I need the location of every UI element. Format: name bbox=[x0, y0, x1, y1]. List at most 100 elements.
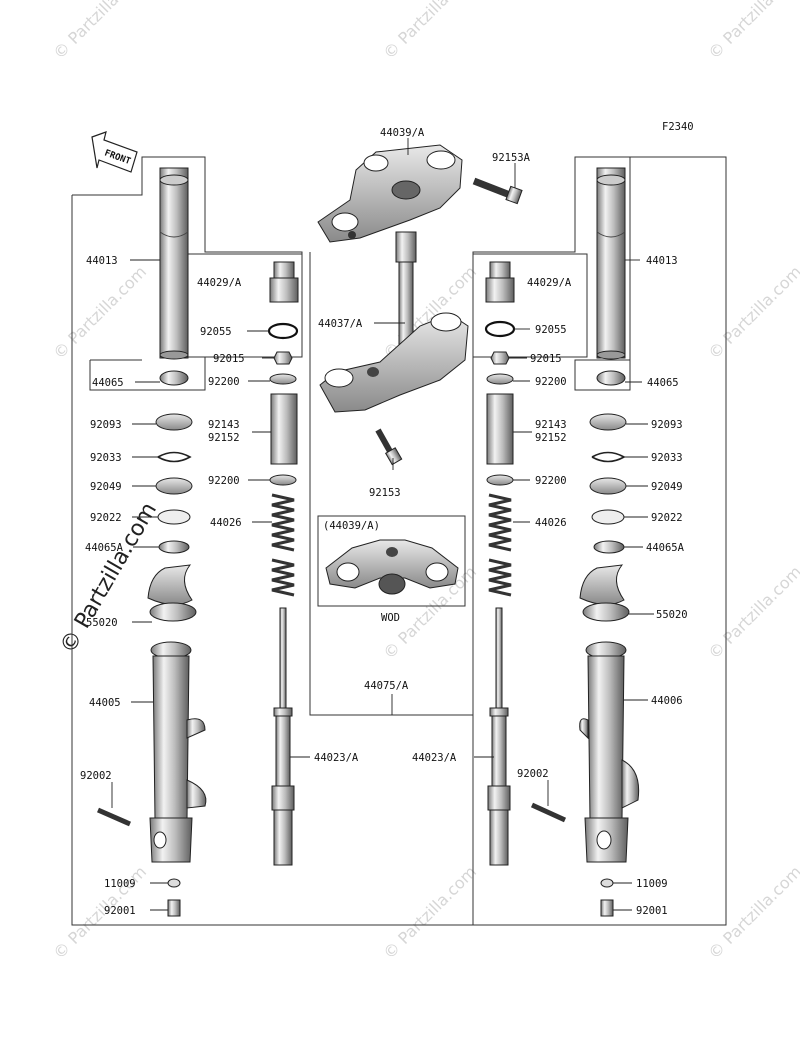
callout-labels: 44039/A 92153A 44037/A 92153 44075/A 440… bbox=[80, 127, 688, 917]
left-spring bbox=[271, 493, 295, 597]
svg-text:© Partzilla.com: © Partzilla.com bbox=[704, 562, 800, 663]
callout-92153A: 92153A bbox=[492, 152, 531, 164]
svg-text:© Partzilla.com: © Partzilla.com bbox=[704, 862, 800, 963]
left-o-ring bbox=[267, 322, 299, 340]
callout-left-92022: 92022 bbox=[90, 512, 122, 524]
callout-right-92055: 92055 bbox=[535, 324, 567, 336]
callout-right-92200b: 92200 bbox=[535, 475, 567, 487]
callout-left-92152: 92152 bbox=[208, 432, 240, 444]
callout-right-92152: 92152 bbox=[535, 432, 567, 444]
left-drain-bolt bbox=[167, 899, 181, 917]
callout-right-92002: 92002 bbox=[517, 768, 549, 780]
right-washer-b bbox=[486, 474, 514, 486]
left-cap-bolt bbox=[269, 261, 299, 303]
left-clip bbox=[157, 451, 192, 463]
right-o-ring bbox=[484, 320, 516, 338]
left-bushing bbox=[159, 370, 189, 386]
right-bushing bbox=[596, 370, 626, 386]
callout-left-92055: 92055 bbox=[200, 326, 232, 338]
right-drain-bolt bbox=[600, 899, 614, 917]
lower-bracket bbox=[319, 312, 469, 413]
callout-right-92022: 92022 bbox=[651, 512, 683, 524]
left-spacer bbox=[270, 393, 298, 465]
callout-left-55020: 55020 bbox=[86, 617, 118, 629]
callout-right-92200a: 92200 bbox=[535, 376, 567, 388]
left-washer-c bbox=[157, 509, 191, 525]
svg-text:© Partzilla.com: © Partzilla.com bbox=[379, 0, 480, 63]
variant-box: (44039/A) WOD bbox=[317, 515, 466, 624]
svg-text:© Partzilla.com: © Partzilla.com bbox=[379, 862, 480, 963]
front-arrow-icon: FRONT bbox=[91, 131, 138, 173]
diagram-code: F2340 bbox=[662, 121, 694, 133]
left-washer-a bbox=[269, 373, 297, 385]
callout-left-44065A: 44065A bbox=[85, 542, 124, 554]
left-dust-seal bbox=[155, 477, 193, 495]
right-clip bbox=[591, 451, 626, 463]
callout-left-11009: 11009 bbox=[104, 878, 136, 890]
callout-left-92143: 92143 bbox=[208, 419, 240, 431]
right-cap-bolt bbox=[485, 261, 515, 303]
callout-left-44013: 44013 bbox=[86, 255, 118, 267]
callout-left-44005: 44005 bbox=[89, 697, 121, 709]
assembly-frames bbox=[71, 156, 727, 926]
left-inner-tube bbox=[159, 167, 189, 360]
callout-left-92200a: 92200 bbox=[208, 376, 240, 388]
svg-text:© Partzilla.com: © Partzilla.com bbox=[704, 0, 800, 63]
svg-text:© Partzilla.com: © Partzilla.com bbox=[49, 262, 150, 363]
left-outer-tube bbox=[149, 641, 207, 863]
svg-text:© Partzilla.com: © Partzilla.com bbox=[704, 262, 800, 363]
callout-left-44026: 44026 bbox=[210, 517, 242, 529]
callout-right-92049: 92049 bbox=[651, 481, 683, 493]
callout-44039A: 44039/A bbox=[380, 127, 425, 139]
callout-right-92093: 92093 bbox=[651, 419, 683, 431]
callout-left-44029A: 44029/A bbox=[197, 277, 242, 289]
right-spacer bbox=[486, 393, 514, 465]
callout-44037A: 44037/A bbox=[318, 318, 363, 330]
callout-92153: 92153 bbox=[369, 487, 401, 499]
callout-left-92093: 92093 bbox=[90, 419, 122, 431]
right-spring bbox=[488, 493, 512, 597]
leader-lines bbox=[111, 138, 654, 911]
callout-left-92049: 92049 bbox=[90, 481, 122, 493]
left-washer-b bbox=[269, 474, 297, 486]
variant-box-title: (44039/A) bbox=[323, 520, 380, 532]
callout-left-44023A: 44023/A bbox=[314, 752, 359, 764]
callout-44075A: 44075/A bbox=[364, 680, 409, 692]
left-axle-bolt bbox=[96, 807, 132, 827]
callout-right-44006: 44006 bbox=[651, 695, 683, 707]
callout-left-92015: 92015 bbox=[213, 353, 245, 365]
right-gasket bbox=[600, 878, 614, 888]
left-protector bbox=[147, 564, 197, 622]
left-oil-seal bbox=[155, 413, 193, 431]
callout-right-92015: 92015 bbox=[530, 353, 562, 365]
callout-right-44023A: 44023/A bbox=[412, 752, 457, 764]
callout-right-92143: 92143 bbox=[535, 419, 567, 431]
variant-top-clamp bbox=[325, 539, 459, 595]
callout-right-44065A: 44065A bbox=[646, 542, 685, 554]
callout-left-92001: 92001 bbox=[104, 905, 136, 917]
top-bracket bbox=[317, 144, 463, 243]
callout-right-44026: 44026 bbox=[535, 517, 567, 529]
right-inner-tube bbox=[596, 167, 626, 360]
callout-left-92033: 92033 bbox=[90, 452, 122, 464]
right-axle-bolt bbox=[530, 802, 567, 823]
right-protector bbox=[579, 564, 630, 622]
right-outer-tube bbox=[579, 641, 640, 863]
callout-right-92033: 92033 bbox=[651, 452, 683, 464]
right-dust-seal bbox=[589, 477, 627, 495]
right-oil-seal bbox=[589, 413, 627, 431]
right-nut bbox=[490, 351, 510, 365]
right-guide-bush bbox=[593, 540, 625, 554]
callout-right-11009: 11009 bbox=[636, 878, 668, 890]
variant-box-caption: WOD bbox=[381, 612, 400, 624]
left-damper-rod bbox=[271, 607, 295, 866]
bolt-92153 bbox=[375, 428, 403, 466]
callout-right-44013: 44013 bbox=[646, 255, 678, 267]
callout-right-44029A: 44029/A bbox=[527, 277, 572, 289]
svg-text:© Partzilla.com: © Partzilla.com bbox=[49, 0, 150, 63]
right-washer-c bbox=[591, 509, 625, 525]
callout-right-44065: 44065 bbox=[647, 377, 679, 389]
left-guide-bush bbox=[158, 540, 190, 554]
callout-left-92002: 92002 bbox=[80, 770, 112, 782]
